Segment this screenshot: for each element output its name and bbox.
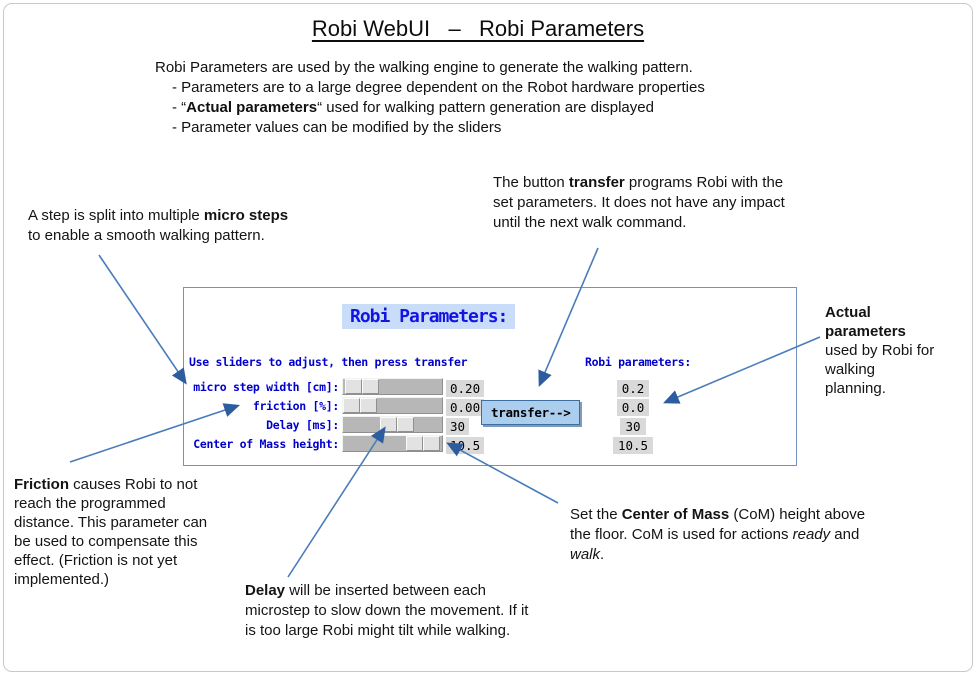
slider-thumb[interactable]	[344, 379, 379, 394]
panel-heading: Robi Parameters:	[342, 304, 516, 329]
slider-thumb[interactable]	[343, 398, 377, 413]
note-actual-parameters: Actual parameters used by Robi for walki…	[825, 303, 934, 398]
slider-thumb[interactable]	[406, 436, 441, 451]
note-line: implemented.)	[14, 571, 110, 588]
note-micro-steps: A step is split into multiple micro step…	[28, 206, 288, 246]
note-line: Delay will be inserted between each	[245, 582, 486, 599]
note-line: Friction causes Robi to not	[14, 476, 198, 493]
note-center-of-mass: Set the Center of Mass (CoM) height abov…	[570, 505, 865, 565]
slider-thumb-cell	[360, 398, 377, 413]
note-line: A step is split into multiple micro step…	[28, 207, 289, 224]
com-height-robi-value: 10.5	[612, 437, 654, 454]
note-line: used by Robi for	[825, 342, 935, 359]
com-height-slider[interactable]	[342, 435, 443, 452]
delay-robi-value: 30	[620, 418, 646, 435]
slider-thumb[interactable]	[379, 417, 414, 432]
delay-label: Delay [ms]:	[266, 418, 339, 432]
slider-thumb-cell	[361, 379, 379, 394]
com-height-value: 10.5	[446, 437, 485, 454]
note-line: is too large Robi might tilt while walki…	[245, 622, 511, 639]
note-line: Set the Center of Mass (CoM) height abov…	[570, 506, 866, 523]
micro-step-width-robi-value: 0.2	[616, 380, 650, 397]
note-line: to enable a smooth walking pattern.	[28, 227, 265, 244]
friction-value: 0.00	[446, 399, 485, 416]
intro-bullet: - “Actual parameters“ used for walking p…	[172, 99, 654, 116]
friction-label: friction [%]:	[252, 399, 339, 413]
note-line: Actual	[825, 304, 871, 321]
note-line: be used to compensate this	[14, 533, 198, 550]
note-delay: Delay will be inserted between each micr…	[245, 581, 528, 641]
com-height-label: Center of Mass height:	[193, 437, 339, 451]
note-line: walk.	[570, 546, 605, 563]
note-line: planning.	[825, 380, 886, 397]
note-line: reach the programmed	[14, 495, 166, 512]
robi-parameters-panel: Robi Parameters: Use sliders to adjust, …	[183, 287, 797, 466]
note-line: microstep to slow down the movement. If …	[245, 602, 529, 619]
panel-subtitle: Use sliders to adjust, then press transf…	[189, 355, 468, 369]
note-line: set parameters. It does not have any imp…	[493, 194, 785, 211]
note-line: walking	[825, 361, 876, 378]
intro-bullet: - Parameters are to a large degree depen…	[172, 79, 705, 96]
intro-bullet: - Parameter values can be modified by th…	[172, 119, 502, 136]
delay-slider[interactable]	[342, 416, 443, 433]
micro-step-width-value: 0.20	[446, 380, 485, 397]
note-friction: Friction causes Robi to not reach the pr…	[14, 475, 207, 589]
slider-thumb-cell	[396, 417, 414, 432]
note-line: until the next walk command.	[493, 214, 687, 231]
note-line: distance. This parameter can	[14, 514, 208, 531]
friction-slider[interactable]	[342, 397, 443, 414]
page-border	[3, 3, 973, 672]
delay-value: 30	[446, 418, 470, 435]
note-line: parameters	[825, 323, 906, 340]
note-transfer-button: The button transfer programs Robi with t…	[493, 173, 785, 233]
slider-thumb-cell	[423, 436, 441, 451]
slider-thumb-cell	[406, 436, 424, 451]
micro-step-width-label: micro step width [cm]:	[193, 380, 339, 394]
slider-thumb-cell	[343, 398, 360, 413]
micro-step-width-slider[interactable]	[342, 378, 443, 395]
note-line: the floor. CoM is used for actions ready…	[570, 526, 860, 543]
slider-thumb-cell	[379, 417, 397, 432]
note-line: The button transfer programs Robi with t…	[493, 174, 784, 191]
page-title: Robi WebUI – Robi Parameters	[311, 16, 645, 41]
friction-robi-value: 0.0	[616, 399, 650, 416]
slider-thumb-cell	[344, 379, 362, 394]
intro-line: Robi Parameters are used by the walking …	[155, 59, 693, 76]
robi-parameters-column-heading: Robi parameters:	[585, 355, 691, 369]
note-line: effect. (Friction is not yet	[14, 552, 178, 569]
intro-text: Robi Parameters are used by the walking …	[155, 58, 705, 138]
transfer-button[interactable]: transfer-->	[481, 400, 581, 425]
